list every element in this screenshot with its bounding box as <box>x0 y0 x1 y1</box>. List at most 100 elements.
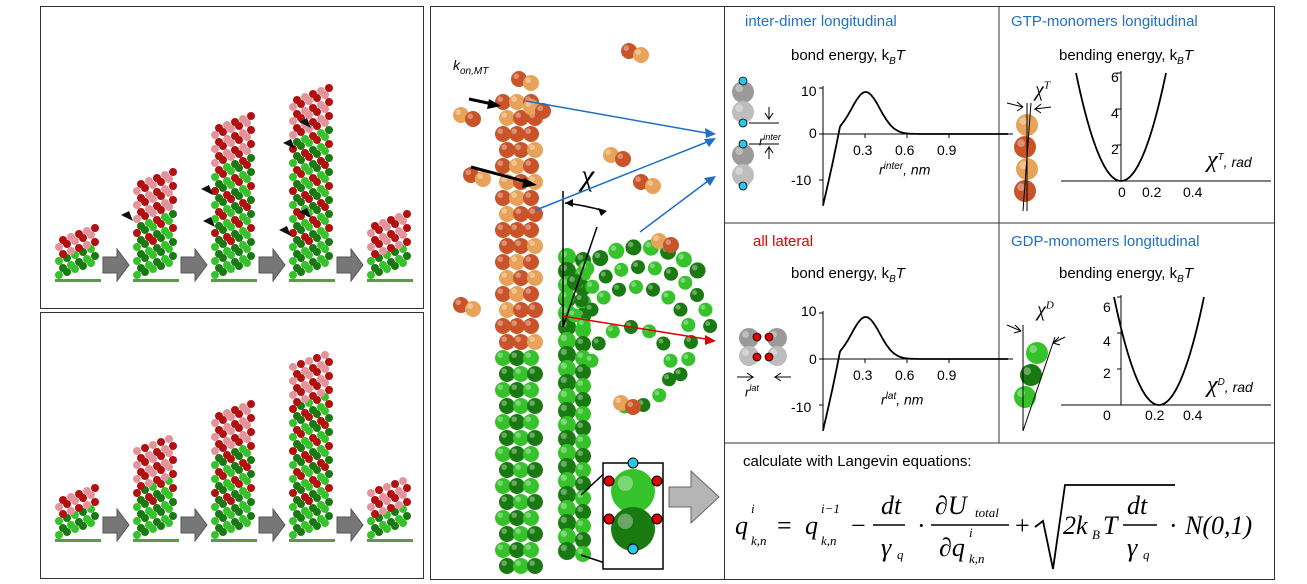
tubulin-bead <box>133 187 141 195</box>
tubulin-bead <box>301 381 309 389</box>
tubulin-bead <box>247 112 255 120</box>
tubulin-bead <box>289 531 297 539</box>
tubulin-bead <box>239 445 247 453</box>
protofilament-bead <box>495 382 511 398</box>
tubulin-bead <box>371 222 379 230</box>
tubulin-bead <box>293 510 301 518</box>
protofilament-bead <box>513 494 529 510</box>
tubulin-bead <box>215 180 223 188</box>
gtp-xaxis-sup: T <box>1217 152 1224 163</box>
lateral-icon-bead <box>767 328 787 348</box>
bead-highlight <box>501 464 507 471</box>
tubulin-bead <box>153 476 161 484</box>
bead-highlight <box>623 45 629 51</box>
tubulin-bead <box>137 510 145 518</box>
tubulin-bead <box>387 504 395 512</box>
gdp-ytick-6: 6 <box>1103 299 1111 315</box>
straight-protofilament-bead <box>575 448 591 464</box>
tubulin-bead <box>309 448 317 456</box>
tubulin-bead <box>223 163 231 171</box>
bead-highlight <box>560 516 567 523</box>
tubulin-bead <box>301 409 309 417</box>
gtp-chi-sup: T <box>1043 79 1050 92</box>
kB-subscript: B <box>1177 274 1184 285</box>
bead-highlight <box>617 475 633 491</box>
lateral-icon-bead <box>767 346 787 366</box>
tubulin-bead <box>325 484 333 492</box>
eq-dot-2: · <box>1169 511 1178 540</box>
tubulin-bead <box>317 487 325 495</box>
bead-highlight <box>465 169 471 175</box>
tubulin-bead <box>145 261 153 269</box>
bead-highlight <box>692 290 698 296</box>
straight-protofilament-bead <box>575 336 591 352</box>
tubulin-bead <box>239 487 247 495</box>
bead-highlight <box>529 304 535 311</box>
tubulin-bead <box>289 131 297 139</box>
tubulin-bead <box>317 375 325 383</box>
tubulin-bead <box>137 250 145 258</box>
tubulin-bead <box>91 484 99 492</box>
bead-highlight <box>648 284 653 290</box>
curved-protofilament-bead <box>673 367 688 382</box>
tubulin-bead <box>293 398 301 406</box>
straight-protofilament-bead <box>558 542 576 560</box>
eq-partial-q-sup: i <box>969 525 973 540</box>
gdp-chi-label: χD <box>1037 299 1054 321</box>
straight-protofilament-bead <box>558 402 576 420</box>
tubulin-bead <box>325 112 333 120</box>
curved-protofilament-bead <box>576 318 591 333</box>
protofilament-bead <box>499 366 515 382</box>
tubulin-bead <box>239 129 247 137</box>
tubulin-bead <box>289 461 297 469</box>
curved-protofilament-bead <box>625 239 642 256</box>
bead-highlight <box>577 422 583 429</box>
tubulin-bead <box>289 475 297 483</box>
tubulin-bead <box>301 163 309 171</box>
tubulin-bead <box>305 357 313 365</box>
bead-highlight <box>501 336 507 343</box>
kB-subscript: B <box>889 274 896 285</box>
tubulin-bead <box>169 456 177 464</box>
eq-partial-q-sub: k,n <box>969 551 985 566</box>
tubulin-bead <box>67 521 75 529</box>
tubulin-bead <box>403 512 411 520</box>
gdp-ytick-4: 4 <box>1103 333 1111 349</box>
gtp-monomer-bead <box>1014 136 1036 158</box>
bead-highlight <box>735 147 743 155</box>
tubulin-bead <box>403 252 411 260</box>
tubulin-bead <box>325 98 333 106</box>
straight-protofilament-bead <box>575 406 591 422</box>
curved-protofilament-bead <box>558 289 575 306</box>
tubulin-bead <box>293 426 301 434</box>
tip-marker-arrowhead <box>299 208 311 218</box>
tubulin-bead <box>223 465 231 473</box>
tubulin-bead <box>247 456 255 464</box>
eq-dt-numerator: dt <box>881 491 902 520</box>
bead-highlight <box>615 397 621 404</box>
tubulin-bead <box>169 498 177 506</box>
tubulin-bead <box>223 205 231 213</box>
tubulin-bead <box>301 507 309 515</box>
tubulin-bead <box>55 243 63 251</box>
tubulin-bead <box>153 174 161 182</box>
bead-highlight <box>515 336 521 343</box>
tubulin-bead <box>161 473 169 481</box>
tubulin-bead <box>317 515 325 523</box>
eq-dt-numerator-2: dt <box>1127 491 1148 520</box>
bead-highlight <box>1023 367 1031 375</box>
bead-highlight <box>577 408 583 415</box>
eq-dot-1: · <box>917 511 926 540</box>
tubulin-bead <box>301 521 309 529</box>
tubulin-bead <box>371 510 379 518</box>
tubulin-bead <box>387 518 395 526</box>
tubulin-bead <box>289 433 297 441</box>
tubulin-bead <box>399 477 407 485</box>
tubulin-bead <box>289 503 297 511</box>
tubulin-bead <box>309 378 317 386</box>
tubulin-bead <box>239 185 247 193</box>
bead-highlight <box>497 320 503 327</box>
protofilament-bead <box>527 462 543 478</box>
tubulin-bead <box>67 261 75 269</box>
tubulin-bead <box>289 173 297 181</box>
